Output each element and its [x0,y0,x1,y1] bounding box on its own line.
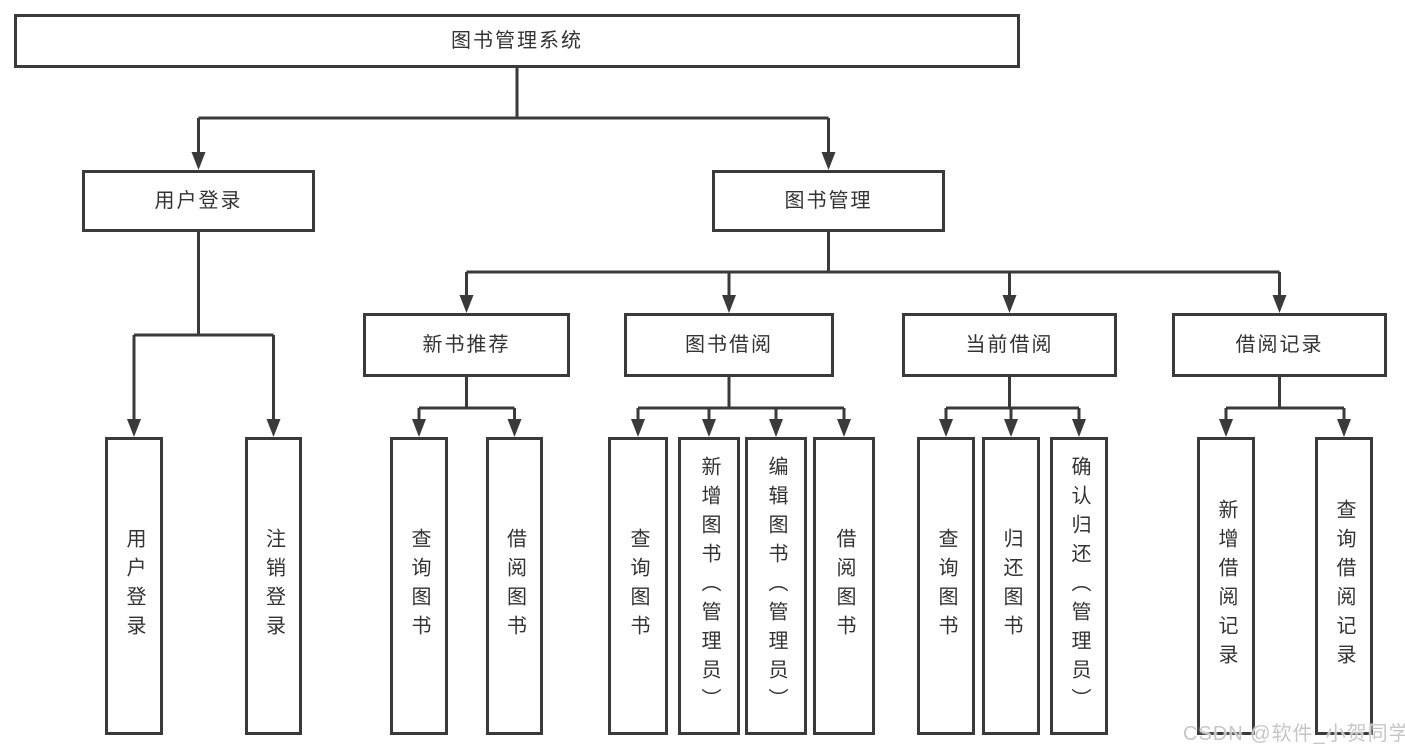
leaf-query-books: 查询图书 [917,437,975,735]
leaf-borrow-books: 借阅图书 [813,437,875,735]
leaf-add-books-admin: 新增图书（管理员） [678,437,740,735]
node-borrowing-records: 借阅记录 [1172,313,1387,377]
node-current-borrowing: 当前借阅 [902,313,1117,377]
leaf-query-books: 查询图书 [390,437,448,735]
node-user-login: 用户登录 [82,170,315,232]
leaf-edit-books-admin: 编辑图书（管理员） [745,437,807,735]
node-book-borrowing: 图书借阅 [624,313,834,377]
leaf-return-books: 归还图书 [982,437,1040,735]
leaf-borrow-books: 借阅图书 [486,437,543,735]
node-book-management: 图书管理 [712,170,945,232]
leaf-logout: 注销登录 [245,437,302,735]
csdn-watermark: CSDN @软件_小贺同学 [1183,723,1405,745]
leaf-query-borrow-record: 查询借阅记录 [1315,437,1373,735]
leaf-query-books: 查询图书 [608,437,668,735]
leaf-user-login: 用户登录 [105,437,163,735]
node-root-library-management-system: 图书管理系统 [14,14,1020,68]
node-new-book-recommendation: 新书推荐 [363,313,570,377]
leaf-add-borrow-record: 新增借阅记录 [1197,437,1255,735]
leaf-confirm-return-admin: 确认归还（管理员） [1050,437,1108,735]
arrowheads [127,152,1351,437]
